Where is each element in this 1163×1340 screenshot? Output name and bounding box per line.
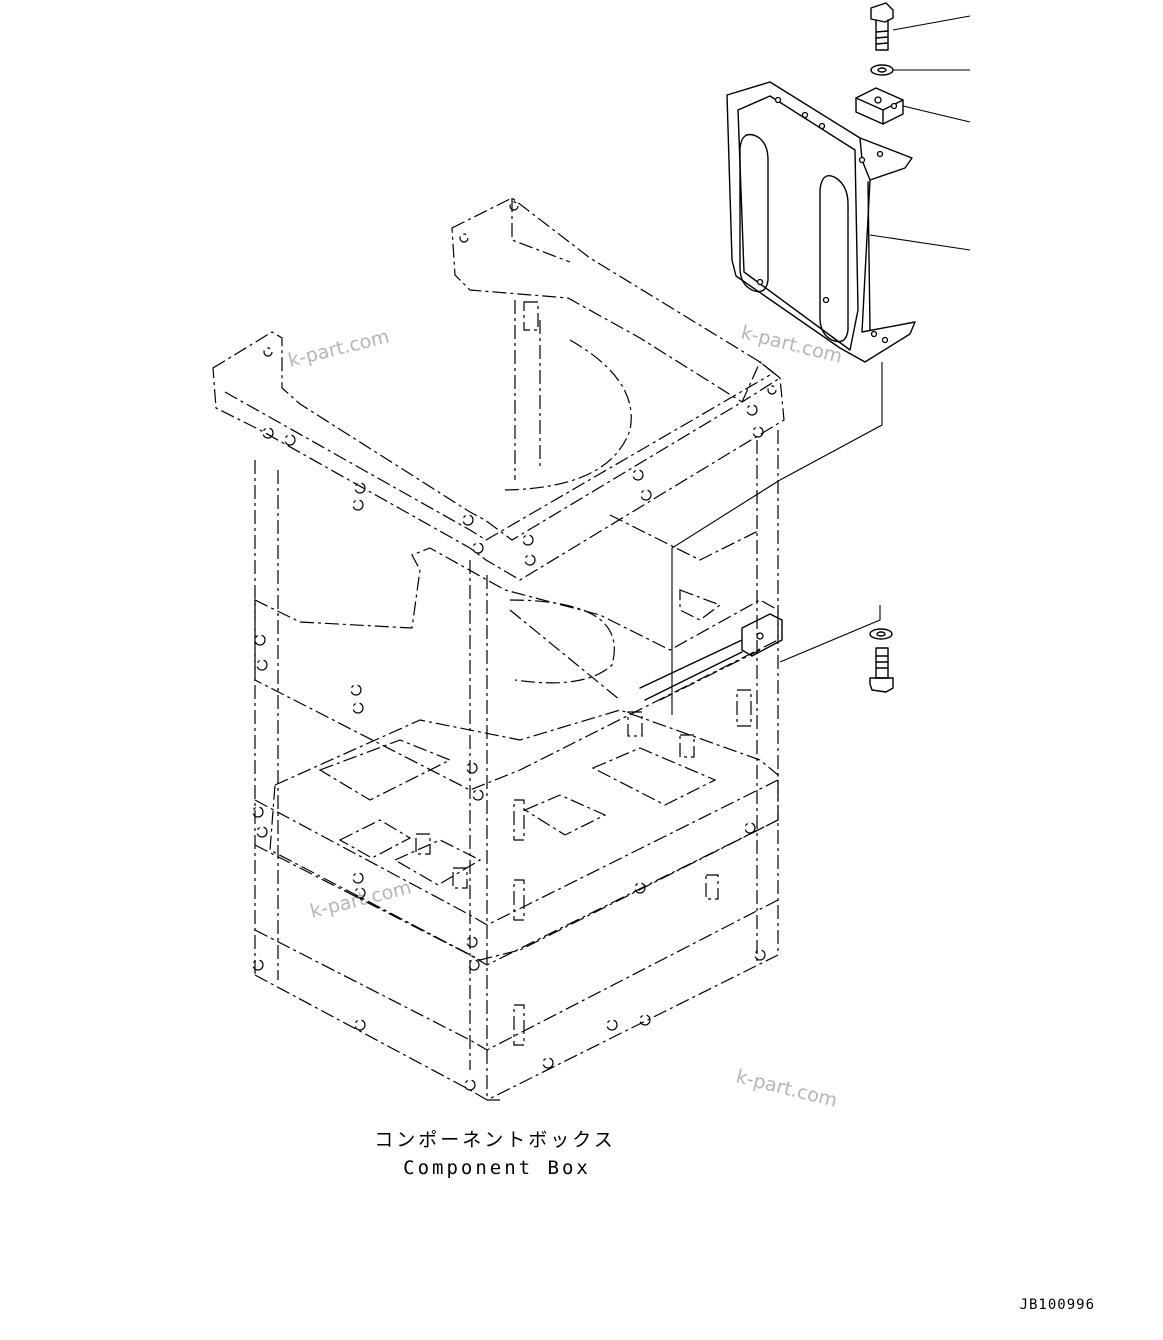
watermark: k-part.com: [734, 1066, 840, 1112]
watermark: k-part.com: [739, 322, 845, 368]
mounting-bolt-lower: [869, 628, 894, 693]
drawing-code: JB100996: [1020, 1297, 1095, 1313]
frame-mount-tab: [639, 613, 783, 701]
watermark: k-part.com: [286, 325, 392, 371]
caption-japanese: コンポーネントボックス: [374, 1129, 615, 1151]
bracket-assembly: [726, 2, 916, 363]
leader-lines: [671, 15, 971, 715]
component-box-frame: [212, 197, 785, 1101]
caption-english: Component Box: [403, 1157, 591, 1179]
